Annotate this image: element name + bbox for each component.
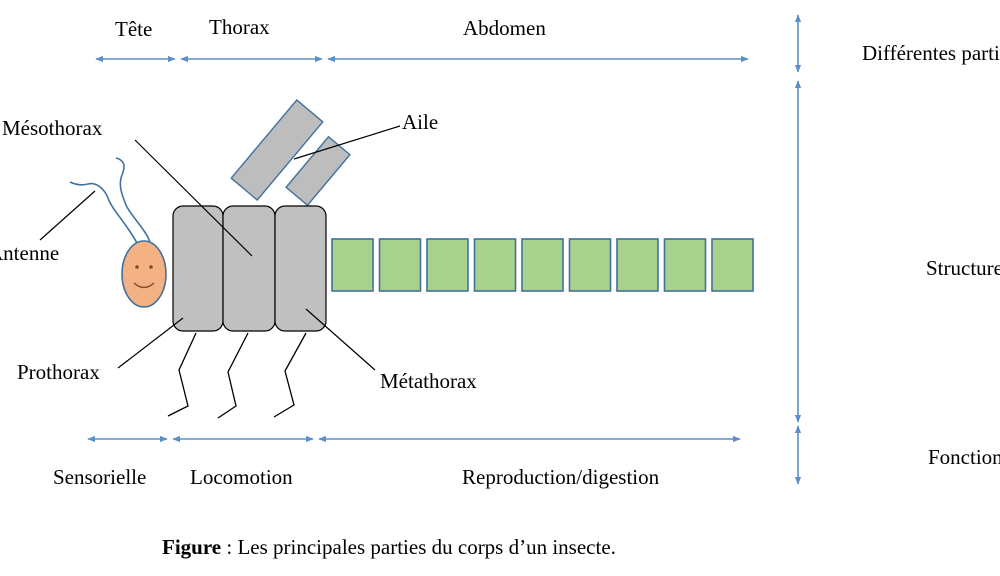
abdomen-segment (663, 238, 707, 292)
label-locomotion: Locomotion (190, 465, 293, 489)
label-reproduction: Reproduction/digestion (462, 465, 660, 489)
leg-middle (217, 332, 249, 419)
wing-large (230, 99, 324, 201)
abdomen-segment (521, 238, 564, 292)
label-structure: Structure (926, 256, 1000, 280)
leader-aile (293, 125, 401, 160)
abdomen-segment (426, 238, 469, 292)
label-differentes-parties: Différentes parties (862, 41, 1000, 65)
label-fonction: Fonction (928, 445, 1000, 469)
abdomen-segment (473, 238, 517, 292)
abdomen-segment (378, 238, 422, 292)
label-sensorielle: Sensorielle (53, 465, 146, 489)
antenna-left (69, 181, 139, 246)
label-aile: Aile (402, 110, 438, 134)
leader-mesothorax (134, 139, 253, 257)
caption-text: : Les principales parties du corps d’un … (221, 535, 616, 559)
leg-hind (273, 332, 307, 418)
figure-caption: Figure : Les principales parties du corp… (162, 535, 616, 559)
head (121, 240, 167, 308)
head-eye-right (149, 265, 153, 269)
wing-small (285, 135, 351, 207)
label-antenne: Antenne (0, 241, 59, 265)
leg-front (167, 332, 197, 417)
head-smile (133, 282, 155, 289)
abdomen-segment (616, 238, 659, 292)
head-eye-left (135, 265, 139, 269)
antenna-right (115, 157, 151, 244)
abdomen-segment (331, 238, 374, 292)
leader-prothorax (117, 317, 184, 369)
leader-metathorax (305, 308, 376, 371)
thorax-segment-prothorax (172, 205, 224, 332)
label-tete: Tête (115, 17, 152, 41)
abdomen-segment (568, 238, 612, 292)
label-thorax: Thorax (209, 15, 270, 39)
abdomen-segment (711, 238, 754, 292)
leader-antenne (39, 190, 96, 241)
label-metathorax: Métathorax (380, 369, 477, 393)
label-mesothorax: Mésothorax (2, 116, 103, 140)
abdomen-segments (331, 238, 754, 292)
thorax-segment-metathorax (274, 205, 327, 332)
label-abdomen: Abdomen (463, 16, 546, 40)
thorax-segment-mesothorax (222, 205, 276, 332)
caption-bold: Figure (162, 535, 221, 559)
label-prothorax: Prothorax (17, 360, 100, 384)
